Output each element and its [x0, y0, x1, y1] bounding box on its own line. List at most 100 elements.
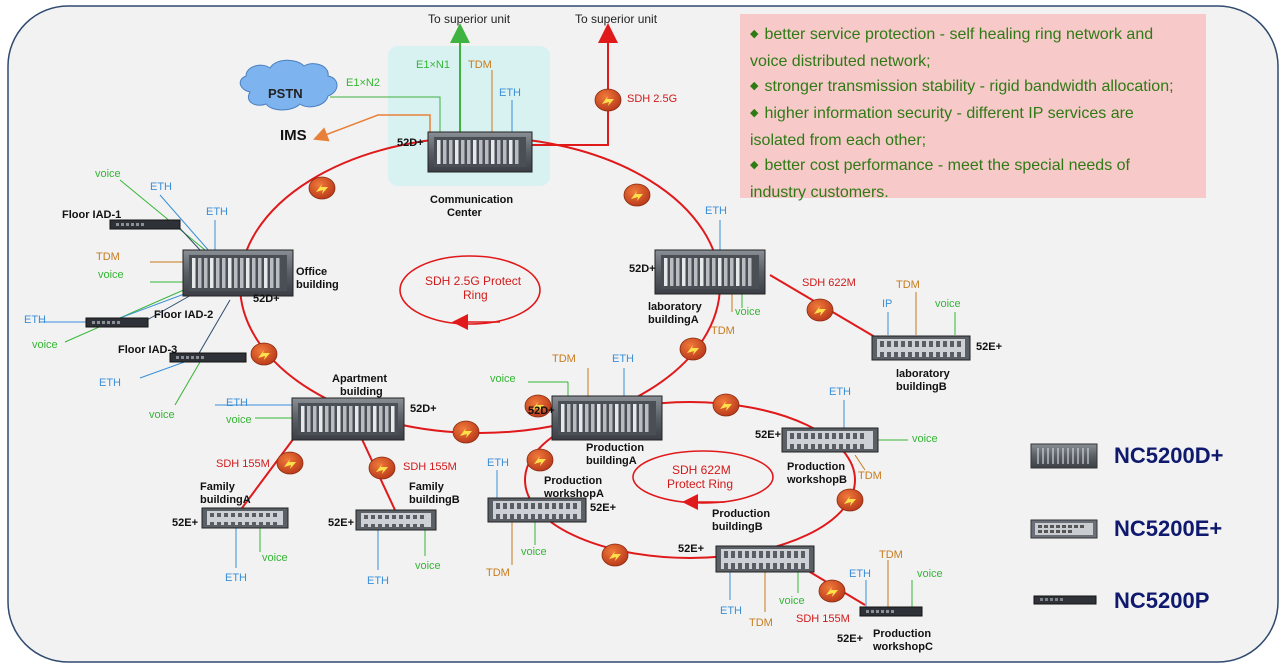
uplink-label-left: To superior unit	[428, 12, 511, 26]
main-ring-label-1: SDH 2.5G Protect	[425, 274, 522, 288]
lab-b-tdm: TDM	[896, 279, 920, 291]
lab-b-name-2: buildingB	[896, 381, 947, 393]
sub-ring-label-1: SDH 622M	[672, 463, 731, 477]
optical-module-icon	[623, 183, 651, 207]
prod-bottom-tdm: TDM	[879, 549, 903, 561]
feature-text: industry customers.	[750, 184, 889, 201]
prod-a-eth: ETH	[612, 353, 634, 365]
feature-text: higher information security - different …	[764, 105, 1134, 122]
prod-a-name-1: Production	[586, 442, 644, 454]
laboratory-b-device	[871, 335, 971, 361]
workshop-c-device	[859, 606, 923, 617]
production-a-links	[528, 368, 625, 398]
workshop-a-name-2: workshopA	[543, 488, 604, 500]
laboratory-a-device	[654, 249, 766, 295]
legend-label: NC5200D+	[1114, 443, 1224, 468]
optical-module-icon	[712, 393, 740, 417]
office-eth-4: ETH	[99, 377, 121, 389]
apartment-voice: voice	[226, 414, 252, 426]
cc-name-1: Communication	[430, 194, 513, 206]
sub-ring-label-2: Protect Ring	[667, 477, 733, 491]
workshop-a-eth: ETH	[487, 457, 509, 469]
feature-item-continuation: voice distributed network;	[750, 49, 1196, 74]
chassis-large-icon	[1030, 443, 1098, 469]
prod-b-name-1: Production	[712, 508, 770, 520]
chassis-slim-icon	[1033, 595, 1097, 605]
family-b-voice: voice	[415, 560, 441, 572]
prod-b-name-2: buildingB	[712, 521, 763, 533]
legend-label: NC5200E+	[1114, 516, 1223, 541]
optical-module-icon	[524, 394, 552, 418]
optical-module-icon	[308, 176, 336, 200]
office-voice-1: voice	[95, 168, 121, 180]
family-a-name-2: buildingA	[200, 494, 251, 506]
diamond-bullet-icon: ◆	[750, 28, 759, 40]
workshop-c-name-2: workshopC	[872, 641, 933, 653]
feature-item: ◆ higher information security - different…	[750, 101, 1196, 128]
prod-bottom-sdh: SDH 155M	[796, 613, 850, 625]
optical-module-icon	[276, 451, 304, 475]
diamond-bullet-icon: ◆	[750, 159, 759, 171]
feature-text: better cost performance - meet the speci…	[764, 157, 1130, 174]
optical-module-icon	[368, 456, 396, 480]
lab-b-model: 52E+	[976, 341, 1002, 353]
lab-a-eth: ETH	[705, 205, 727, 217]
feature-item: ◆ better cost performance - meet the spec…	[750, 153, 1196, 180]
workshop-b-device	[781, 427, 879, 453]
apartment-eth: ETH	[226, 397, 248, 409]
workshop-c-model: 52E+	[837, 633, 863, 645]
pstn-label: PSTN	[268, 86, 303, 101]
optical-module-icon	[526, 448, 554, 472]
office-voice-4: voice	[149, 409, 175, 421]
workshop-a-tdm: TDM	[486, 567, 510, 579]
prod-a-tdm: TDM	[552, 353, 576, 365]
prod-a-voice: voice	[490, 373, 516, 385]
uplink-label-right: To superior unit	[575, 12, 658, 26]
feature-text: voice distributed network;	[750, 53, 931, 70]
optical-module-icon	[679, 337, 707, 361]
lab-b-name-1: laboratory	[896, 368, 951, 380]
prod-bottom-voice-2: voice	[917, 568, 943, 580]
workshop-b-model: 52E+	[755, 429, 781, 441]
lab-a-name-2: buildingA	[648, 314, 699, 326]
workshop-b-voice: voice	[912, 433, 938, 445]
device-group	[85, 131, 971, 617]
workshop-a-voice: voice	[521, 546, 547, 558]
diamond-bullet-icon: ◆	[750, 80, 759, 92]
office-eth-2: ETH	[206, 206, 228, 218]
office-model: 52D+	[253, 293, 280, 305]
prod-a-name-2: buildingA	[586, 455, 637, 467]
diamond-bullet-icon: ◆	[750, 107, 759, 119]
optical-module-icon	[836, 488, 864, 512]
lab-a-model: 52D+	[629, 263, 656, 275]
family-b-eth: ETH	[367, 575, 389, 587]
e1n1-label: E1×N1	[416, 59, 450, 71]
family-a-name-1: Family	[200, 481, 236, 493]
label-group: To superior unit To superior unit E1×N1 …	[24, 12, 1002, 653]
family-links	[235, 528, 426, 570]
family-a-eth: ETH	[225, 572, 247, 584]
optical-module-icon	[594, 88, 622, 112]
prod-bottom-eth: ETH	[849, 568, 871, 580]
iad3-label: Floor IAD-3	[118, 344, 177, 356]
sub-ring	[524, 401, 856, 559]
iad2-label: Floor IAD-2	[154, 309, 213, 321]
apartment-name-2: building	[340, 386, 383, 398]
feature-item: ◆stronger transmission stability - rigid…	[750, 74, 1196, 101]
legend-item-nc5200d: NC5200D+	[1030, 442, 1223, 470]
workshop-b-tdm: TDM	[858, 470, 882, 482]
family-a-model: 52E+	[172, 517, 198, 529]
optical-module-group	[250, 88, 864, 603]
legend-item-nc5200p: NC5200P	[1030, 588, 1209, 614]
lab-a-tdm: TDM	[711, 325, 735, 337]
lab-a-voice: voice	[735, 306, 761, 318]
optical-module-icon	[250, 342, 278, 366]
floor-iad-1-device	[109, 219, 181, 230]
chassis-medium-icon	[1030, 519, 1098, 539]
workshop-b-name-1: Production	[787, 461, 845, 473]
prod-a-model: 52D+	[528, 405, 555, 417]
office-building-device	[182, 249, 294, 297]
feature-text: better service protection - self healing…	[764, 26, 1154, 43]
sdh-2-5g-label: SDH 2.5G	[627, 93, 677, 105]
lab-b-ip: IP	[882, 298, 892, 310]
